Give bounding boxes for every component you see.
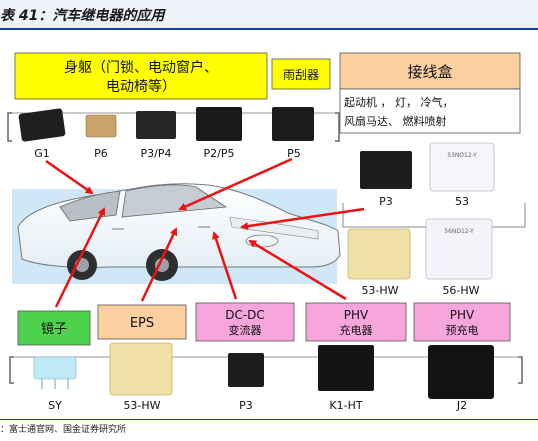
top-relay-row: G1 P6 P3/P4 P2/P5 P5 <box>7 107 340 160</box>
source-note: ：富士通官网、国金证券研究所 <box>0 425 127 435</box>
mirror-box: 镜子 <box>17 310 91 346</box>
body-box-line1: 身躯（门锁、电动窗户、 <box>64 59 218 76</box>
relay-application-diagram: 身躯（门锁、电动窗户、 电动椅等） 雨刮器 接线盒 起动机 ， 灯， 冷气， 风… <box>7 52 526 412</box>
phv-precharge-line1: PHV <box>450 308 475 322</box>
relay-label-k1-ht: K1-HT <box>329 399 362 412</box>
relay-label-p2p5: P2/P5 <box>204 147 235 160</box>
relay-label-p3p4: P3/P4 <box>141 147 172 160</box>
relay-p2p5 <box>196 107 242 141</box>
arrow-eps <box>140 227 178 302</box>
relay-53-hw-bottom <box>109 342 173 396</box>
relay-53-hw <box>347 228 411 280</box>
relay-label-p5: P5 <box>287 147 301 160</box>
dcdc-box: DC-DC 变流器 <box>195 302 295 342</box>
relay-p6 <box>85 114 117 138</box>
wiper-box-label: 雨刮器 <box>283 68 319 82</box>
harness-box-title: 接线盒 <box>407 63 452 81</box>
relay-56-hw <box>425 218 493 280</box>
eps-box: EPS <box>97 304 187 340</box>
figure-title: 表 41：汽车继电器的应用 <box>0 8 165 24</box>
phv-charger-box: PHV 充电器 <box>305 302 407 342</box>
bottom-relay-row: SY 53-HW P3 K1-HT J2 <box>9 342 523 412</box>
relay-g1 <box>18 108 66 142</box>
phv-precharge-line2: 预充电 <box>446 323 479 337</box>
relay-label-p6: P6 <box>94 147 108 160</box>
arrow-g1 <box>45 159 94 195</box>
relay-label-53: 53 <box>455 195 469 208</box>
right-relay-group: 53NO12-Y P3 53 56ND12-Y 53-HW 56-HW <box>342 142 526 297</box>
arrow-phv <box>248 239 347 301</box>
pointer-arrows <box>45 157 365 308</box>
phv-precharge-box: PHV 预充电 <box>413 302 511 342</box>
relay-p3-right <box>360 151 412 189</box>
body-box: 身躯（门锁、电动窗户、 电动椅等） <box>14 52 268 100</box>
relay-53-marking: 53NO12-Y <box>447 152 477 159</box>
relay-j2 <box>428 345 494 399</box>
harness-box-line2: 风扇马达、 燃料喷射 <box>344 114 447 128</box>
relay-label-g1: G1 <box>34 147 50 160</box>
harness-box-line1: 起动机 ， 灯， 冷气， <box>344 95 454 109</box>
relay-p5-top <box>272 107 314 141</box>
title-bar <box>0 0 538 28</box>
mirror-box-label: 镜子 <box>41 322 67 337</box>
relay-label-j2: J2 <box>456 399 467 412</box>
relay-label-sy: SY <box>48 399 62 412</box>
arrow-mirror <box>54 207 106 308</box>
harness-box: 接线盒 起动机 ， 灯， 冷气， 风扇马达、 燃料喷射 <box>339 52 521 134</box>
relay-label-p3-bottom: P3 <box>239 399 253 412</box>
relay-sy <box>33 356 77 380</box>
relay-p3-bottom <box>228 353 264 387</box>
relay-label-53-hw: 53-HW <box>361 284 398 297</box>
phv-charger-line1: PHV <box>344 308 369 322</box>
dcdc-box-line2: 变流器 <box>229 323 262 337</box>
eps-box-label: EPS <box>130 316 154 331</box>
arrow-dcdc <box>212 231 238 300</box>
arrow-p5 <box>178 157 293 211</box>
wiper-box: 雨刮器 <box>271 58 331 90</box>
arrow-harness <box>240 207 365 231</box>
relay-label-56-hw: 56-HW <box>442 284 479 297</box>
bottom-rule <box>0 419 538 420</box>
relay-label-p3-right: P3 <box>379 195 393 208</box>
body-box-line2: 电动椅等） <box>106 78 176 95</box>
relay-56-marking: 56ND12-Y <box>444 228 474 235</box>
relay-p3p4 <box>136 111 176 139</box>
relay-k1-ht <box>318 345 374 391</box>
title-rule <box>0 28 538 30</box>
relay-53 <box>429 142 495 192</box>
relay-label-53-hw-bottom: 53-HW <box>123 399 160 412</box>
phv-charger-line2: 充电器 <box>340 323 373 337</box>
dcdc-box-line1: DC-DC <box>225 308 265 322</box>
